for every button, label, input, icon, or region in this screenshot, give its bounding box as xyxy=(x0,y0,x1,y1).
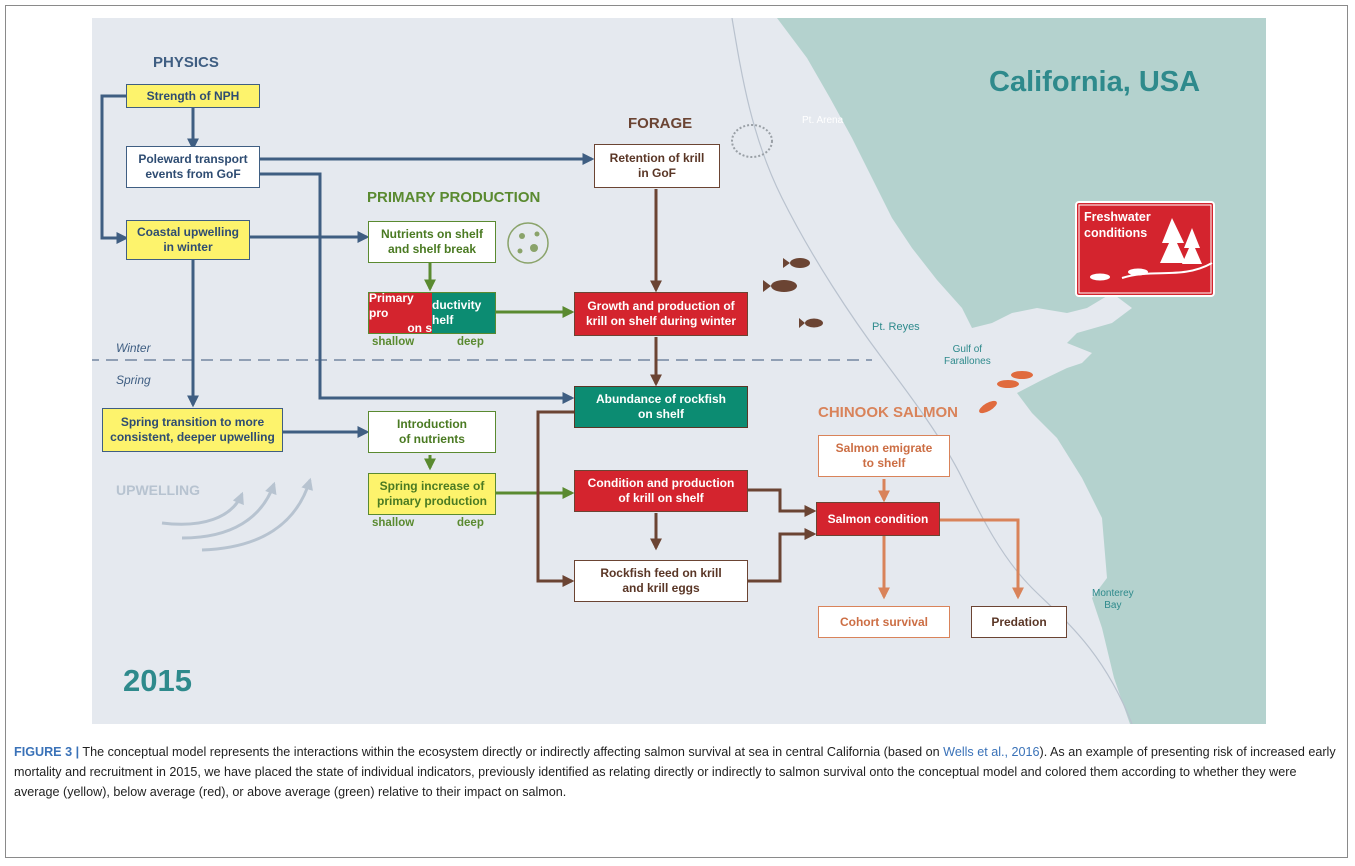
upwelling-label: UPWELLING xyxy=(116,482,200,498)
place-pt-arena: Pt. Arena xyxy=(802,115,844,126)
node-retention-of-krill: Retention of krill in GoF xyxy=(594,144,720,188)
figure-frame xyxy=(5,5,1348,858)
coastline-depth-contour xyxy=(731,18,1133,724)
plankton-icon xyxy=(507,222,549,264)
heading-forage: FORAGE xyxy=(628,115,693,132)
caption-reference-link[interactable]: Wells et al., 2016 xyxy=(943,745,1040,759)
node-freshwater-conditions: Freshwater conditions xyxy=(1084,210,1151,240)
land-california xyxy=(777,18,1266,724)
upwelling-arrows xyxy=(161,477,313,552)
heading-chinook-salmon: CHINOOK SALMON xyxy=(818,404,958,421)
region-title: California, USA xyxy=(989,66,1201,98)
node-spring-increase: Spring increase of primary production xyxy=(368,473,496,515)
node-salmon-emigrate: Salmon emigrate to shelf xyxy=(818,435,950,477)
place-monterey-bay: Monterey Bay xyxy=(1092,588,1134,611)
krill-swarm-icon xyxy=(731,124,773,158)
node-condition-krill: Condition and production of krill on she… xyxy=(574,470,748,512)
salmon-icons xyxy=(979,371,1033,414)
label-shallow-1: shallow xyxy=(372,336,415,348)
node-predation: Predation xyxy=(971,606,1067,638)
year-label: 2015 xyxy=(123,663,192,698)
rockfish-icons xyxy=(763,258,823,328)
node-coastal-upwelling: Coastal upwelling in winter xyxy=(126,220,250,260)
label-shallow-2: shallow xyxy=(372,517,415,529)
node-growth-krill: Growth and production of krill on shelf … xyxy=(574,292,748,336)
primary-productivity-deep-half: ductivity helf xyxy=(432,293,495,333)
node-rockfish-feed: Rockfish feed on krill and krill eggs xyxy=(574,560,748,602)
place-gulf-of-farallones: Gulf of Farallones xyxy=(944,344,991,367)
map-and-connectors xyxy=(92,18,1266,724)
caption-text-2: ). As an example of presenting risk of i… xyxy=(14,745,1336,799)
node-poleward-transport: Poleward transport events from GoF xyxy=(126,146,260,188)
label-deep-2: deep xyxy=(457,517,484,529)
caption-label: FIGURE 3 | xyxy=(14,745,80,759)
node-cohort-survival: Cohort survival xyxy=(818,606,950,638)
node-strength-of-nph: Strength of NPH xyxy=(126,84,260,108)
primary-productivity-shallow-half: Primary pro on s xyxy=(369,292,432,334)
node-spring-transition: Spring transition to more consistent, de… xyxy=(102,408,283,452)
season-spring: Spring xyxy=(116,373,151,387)
heading-primary-production: PRIMARY PRODUCTION xyxy=(367,189,541,206)
label-deep-1: deep xyxy=(457,336,484,348)
node-primary-productivity: Primary pro on s ductivity helf xyxy=(368,292,496,334)
node-salmon-condition: Salmon condition xyxy=(816,502,940,536)
place-pt-reyes: Pt. Reyes xyxy=(872,321,920,333)
figure-caption: FIGURE 3 | The conceptual model represen… xyxy=(14,742,1344,802)
season-winter: Winter xyxy=(116,341,151,355)
caption-text-1: The conceptual model represents the inte… xyxy=(79,745,944,759)
node-introduction-of-nutrients: Introduction of nutrients xyxy=(368,411,496,453)
node-nutrients-on-shelf: Nutrients on shelf and shelf break xyxy=(368,221,496,263)
heading-physics: PHYSICS xyxy=(153,54,219,71)
node-abundance-rockfish: Abundance of rockfish on shelf xyxy=(574,386,748,428)
diagram-panel: California, USA 2015 PHYSICS FORAGE PRIM… xyxy=(92,18,1266,724)
